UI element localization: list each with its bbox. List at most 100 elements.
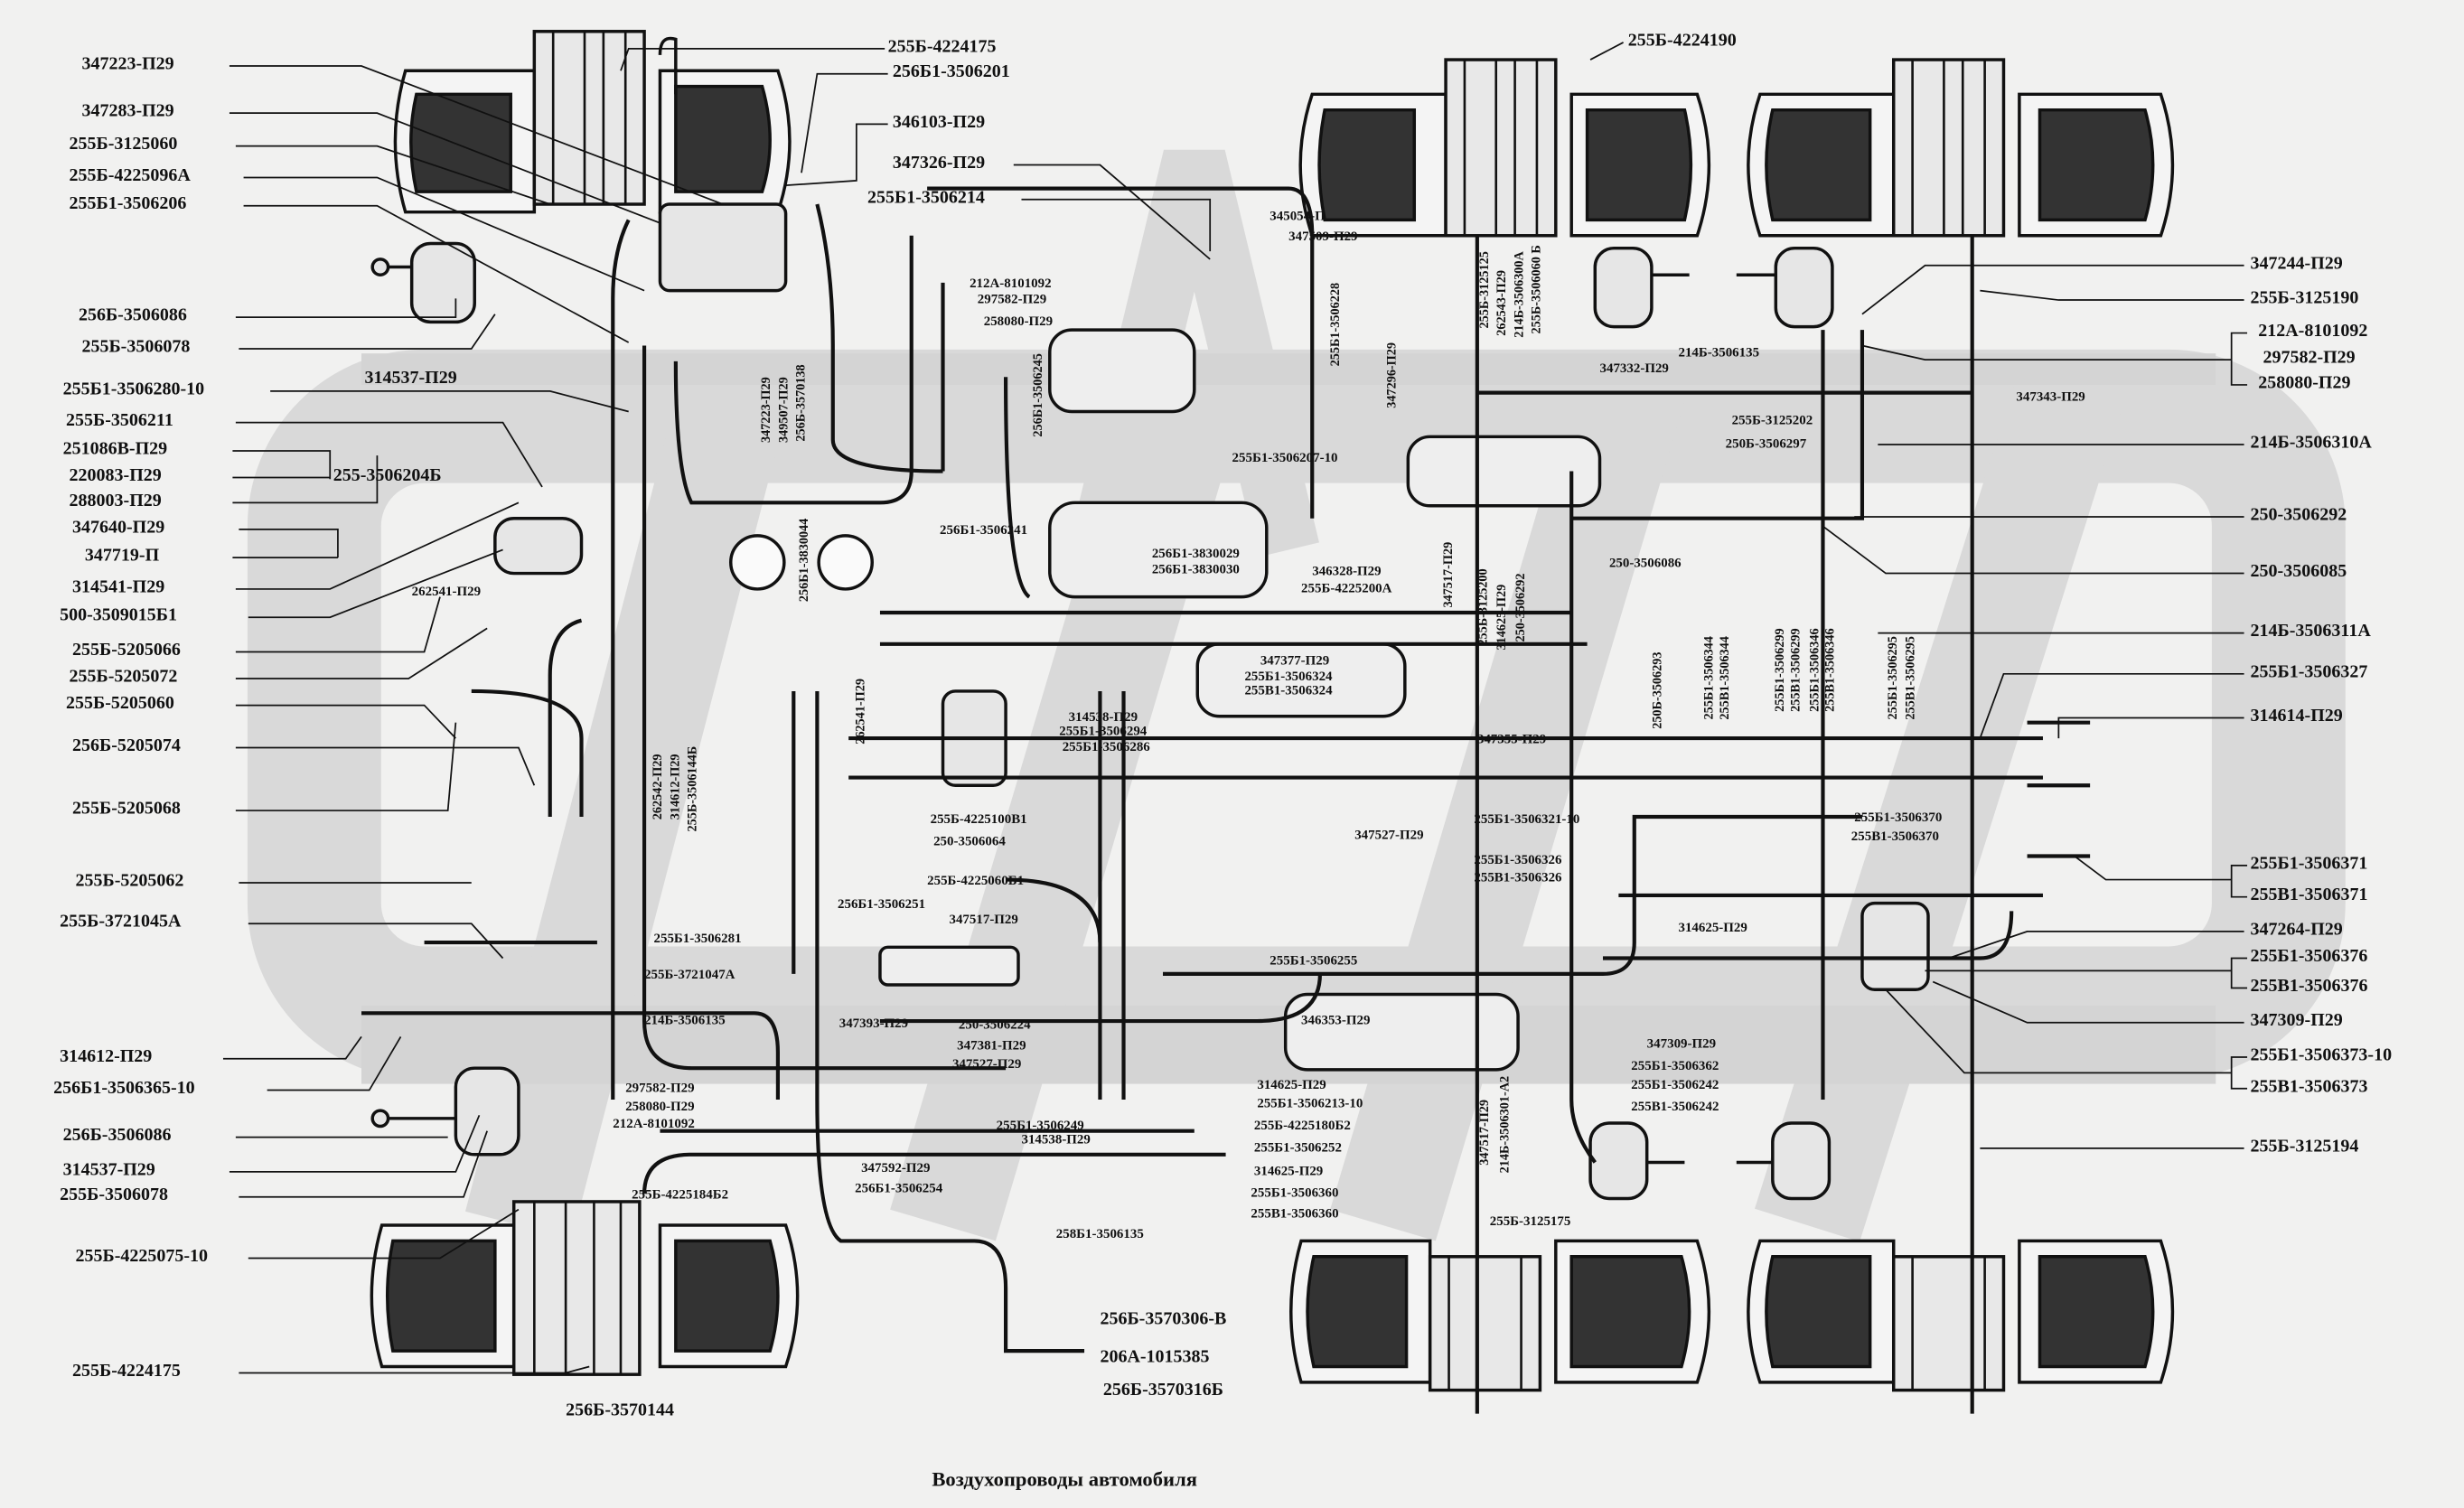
- air-pipes: [361, 186, 2091, 1414]
- part-label: 255Б1-3506213-10: [1257, 1094, 1363, 1111]
- part-label: 255Б1-3506346: [1807, 628, 1822, 712]
- part-label: 255Б1-3506228: [1327, 282, 1343, 367]
- part-label: 347309-П29: [1646, 1035, 1717, 1052]
- leader-lines: [222, 42, 2248, 1374]
- wheel-rear-right-top: [1747, 58, 2175, 238]
- part-label: 347509-П29: [1288, 228, 1358, 244]
- part-label: 255Б1-3506370: [1854, 809, 1943, 825]
- part-label: 212А-8101092: [613, 1115, 695, 1131]
- part-label: 314538-П29: [1021, 1130, 1091, 1147]
- part-label: 255Б-3125202: [1731, 411, 1813, 427]
- part-label: 255Б1-3506214: [867, 188, 985, 208]
- part-label: 345054-П: [1269, 207, 1326, 223]
- wheel-rear-right-bottom: [1747, 1239, 2175, 1392]
- wheel-rear-center-bottom: [1289, 1239, 1711, 1392]
- part-label: 347296-П29: [1384, 342, 1399, 408]
- wheel-front-left-bottom: [370, 1200, 800, 1376]
- part-label: 314625-П29: [1678, 919, 1747, 935]
- part-label: 255В1-3506242: [1631, 1098, 1719, 1114]
- part-label: 255В1-3506376: [2250, 977, 2368, 997]
- diagram-caption: Воздухопроводы автомобиля: [932, 1466, 1197, 1491]
- part-label: 314538-П29: [1068, 708, 1138, 725]
- part-label: 255Б-3125060: [69, 135, 178, 155]
- part-label: 206А-1015385: [1100, 1347, 1210, 1367]
- part-label: 255Б-3125175: [1489, 1213, 1571, 1229]
- part-label: 314537-П29: [364, 369, 457, 389]
- part-label: 255Б-4225180Б2: [1253, 1117, 1351, 1133]
- part-label: 314537-П29: [62, 1160, 155, 1180]
- part-label: 255Б-3125200: [1476, 568, 1490, 646]
- part-label: 255Б-3721047А: [644, 966, 735, 982]
- part-label: 212А-8101092: [970, 275, 1052, 291]
- part-label: 255Б1-3506324: [1244, 667, 1333, 684]
- part-label: 255Б-3506060 Б: [1529, 245, 1543, 334]
- part-label: 347381-П29: [957, 1036, 1026, 1053]
- part-label: 346103-П29: [892, 113, 986, 133]
- part-label: 347264-П29: [2250, 920, 2343, 940]
- wheel-front-left: [393, 30, 792, 214]
- part-label: 347517-П29: [1440, 541, 1456, 608]
- part-label: 255Б1-3506295: [1886, 636, 1900, 720]
- part-label: 255Б1-3506281: [653, 930, 742, 946]
- part-label: 255Б-4225075-10: [75, 1247, 209, 1267]
- part-label: 255Б1-3506321-10: [1474, 810, 1580, 827]
- part-label: 297582-П29: [2263, 348, 2356, 368]
- part-label: 347343-П29: [2016, 388, 2085, 404]
- part-label: 256Б1-3506241: [940, 521, 1028, 538]
- part-label: 255Б-4225060Б1: [927, 871, 1025, 888]
- part-label: 256Б-3570306-В: [1100, 1309, 1227, 1329]
- part-label: 255Б-5205068: [72, 799, 181, 819]
- part-label: 314625-П29: [1253, 1162, 1324, 1178]
- part-label: 347640-П29: [72, 518, 165, 538]
- part-label: 255Б-3506078: [60, 1185, 168, 1205]
- part-label: 255В1-3506295: [1903, 636, 1917, 720]
- part-label: 256Б1-3506201: [892, 62, 1010, 82]
- part-label: 262541-П29: [411, 582, 482, 599]
- part-label: 347592-П29: [861, 1159, 931, 1175]
- part-label: 255Б-4225096А: [69, 166, 191, 186]
- part-label: 347527-П29: [1354, 826, 1424, 842]
- part-label: 347393-П29: [839, 1015, 909, 1031]
- part-label: 256Б-3570316Б: [1102, 1381, 1224, 1400]
- part-label: 214Б-3506135: [644, 1011, 726, 1027]
- part-label: 255В1-3506360: [1251, 1204, 1339, 1221]
- part-label: 255В1-3506299: [1788, 628, 1803, 712]
- part-label: 256Б-3570144: [566, 1400, 675, 1420]
- part-label: 255В1-3506326: [1474, 868, 1562, 885]
- part-label: 255Б1-3506280-10: [62, 379, 205, 399]
- part-label: 250-3506292: [1513, 573, 1528, 642]
- part-label: 314625-П29: [1257, 1075, 1326, 1092]
- part-label: 251086В-П29: [62, 439, 168, 459]
- part-label: 258Б1-3506135: [1055, 1225, 1144, 1241]
- part-label: 255Б-4224175: [72, 1362, 181, 1382]
- part-label: 256Б1-3506245: [1030, 353, 1045, 437]
- part-label: 255Б1-3506255: [1269, 951, 1358, 968]
- part-label: 347223-П29: [759, 377, 773, 444]
- part-label: 256Б1-3830044: [796, 518, 811, 603]
- part-label: 347326-П29: [892, 154, 986, 173]
- part-label: 347719-П: [84, 546, 160, 566]
- part-label: 255Б-4224190: [1627, 31, 1737, 51]
- part-label: 255-3506204Б: [333, 466, 442, 486]
- part-label: 250-3506224: [958, 1016, 1031, 1033]
- part-label: 255Б1-3506252: [1253, 1138, 1342, 1155]
- part-label: 262542-П29: [651, 754, 665, 820]
- part-label: 255Б-5205062: [75, 871, 184, 891]
- part-label: 500-3509015Б1: [60, 606, 177, 625]
- part-label: 347517-П29: [949, 911, 1018, 927]
- part-label: 255Б1-3506249: [996, 1117, 1084, 1133]
- part-label: 297582-П29: [625, 1079, 695, 1095]
- part-label: 256Б-3570138: [793, 364, 808, 442]
- part-label: 347355-П29: [1476, 730, 1547, 746]
- part-label: 255Б1-3506373-10: [2250, 1045, 2393, 1065]
- part-label: 256Б1-3830030: [1151, 560, 1240, 577]
- part-label: 255Б-5205072: [69, 667, 178, 687]
- part-label: 314614-П29: [2250, 707, 2343, 726]
- part-label: 255Б1-3506362: [1631, 1057, 1719, 1073]
- part-label: 314612-П29: [60, 1047, 153, 1067]
- part-label: 250-3506086: [1608, 554, 1682, 571]
- part-label: 255Б1-3506286: [1062, 738, 1150, 754]
- part-label: 250-3506292: [2250, 505, 2347, 525]
- part-label: 250Б-3506293: [1650, 651, 1664, 729]
